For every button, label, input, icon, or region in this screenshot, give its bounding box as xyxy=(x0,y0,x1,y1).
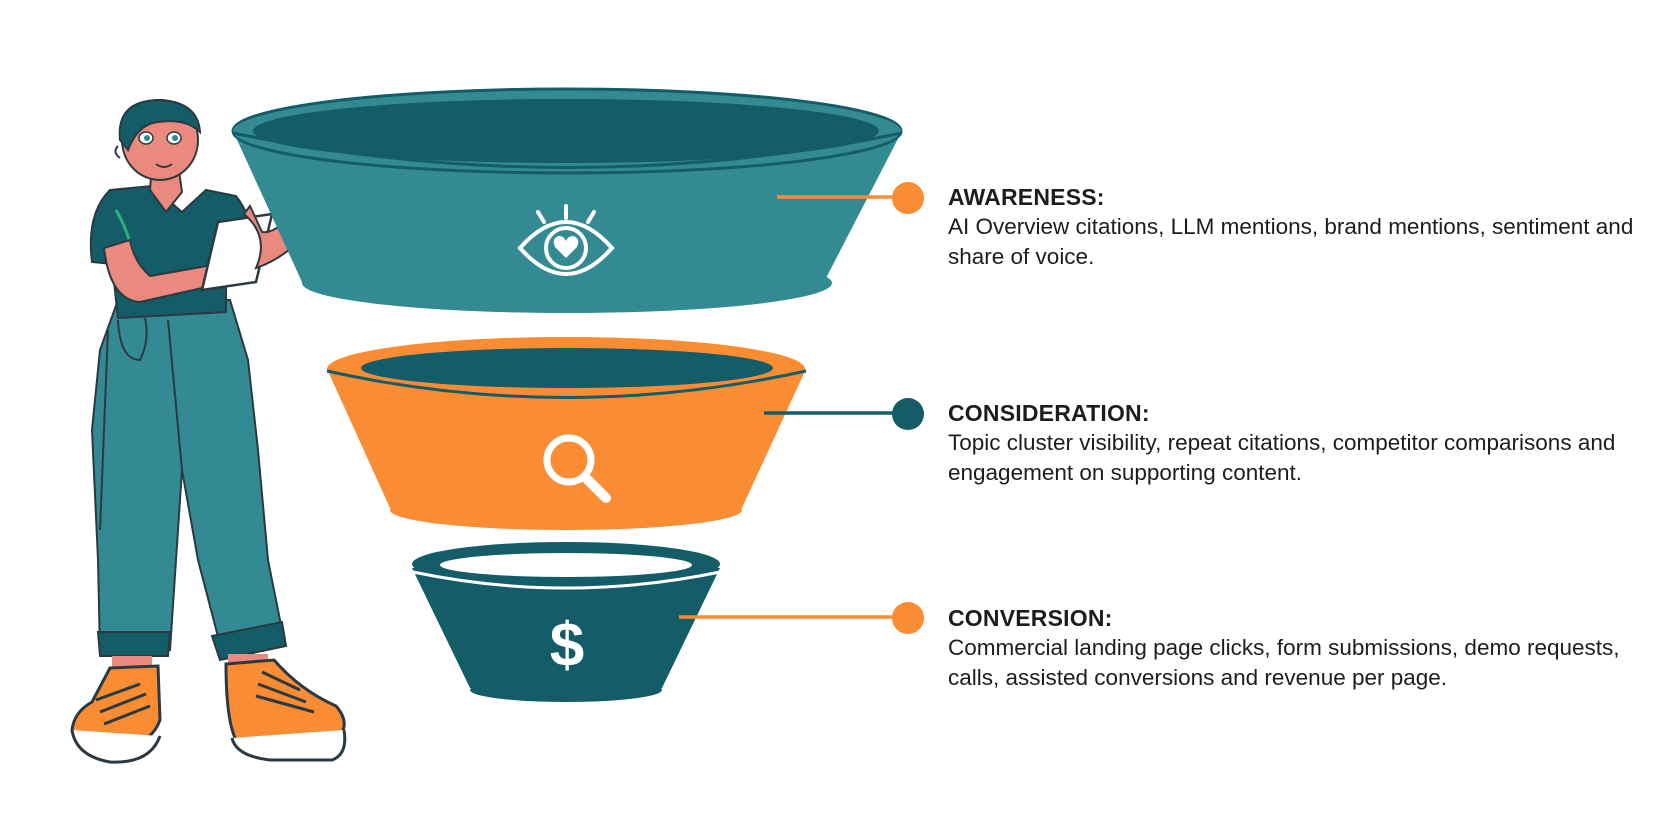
stage-title: AWARENESS: xyxy=(948,184,1105,210)
stage-title: CONVERSION: xyxy=(948,605,1113,631)
connector-consideration xyxy=(764,398,924,430)
funnel-tier-awareness xyxy=(231,87,903,313)
funnel-tier-conversion: $ xyxy=(412,542,721,702)
magnifier-icon xyxy=(543,434,611,503)
eye-heart-icon xyxy=(517,204,615,276)
connector-awareness xyxy=(777,182,924,214)
stage-awareness: AWARENESS: AI Overview citations, LLM me… xyxy=(948,182,1648,272)
connector-conversion xyxy=(679,602,924,634)
stage-description: Commercial landing page clicks, form sub… xyxy=(948,635,1620,690)
stage-title: CONSIDERATION: xyxy=(948,400,1150,426)
stage-description: Topic cluster visibility, repeat citatio… xyxy=(948,430,1616,485)
funnel-tier-consideration xyxy=(326,337,807,530)
stage-consideration: CONSIDERATION: Topic cluster visibility,… xyxy=(948,398,1648,488)
stage-conversion: CONVERSION: Commercial landing page clic… xyxy=(948,603,1648,693)
person-illustration xyxy=(70,98,347,764)
dollar-icon: $ xyxy=(550,611,584,680)
stage-description: AI Overview citations, LLM mentions, bra… xyxy=(948,214,1634,269)
